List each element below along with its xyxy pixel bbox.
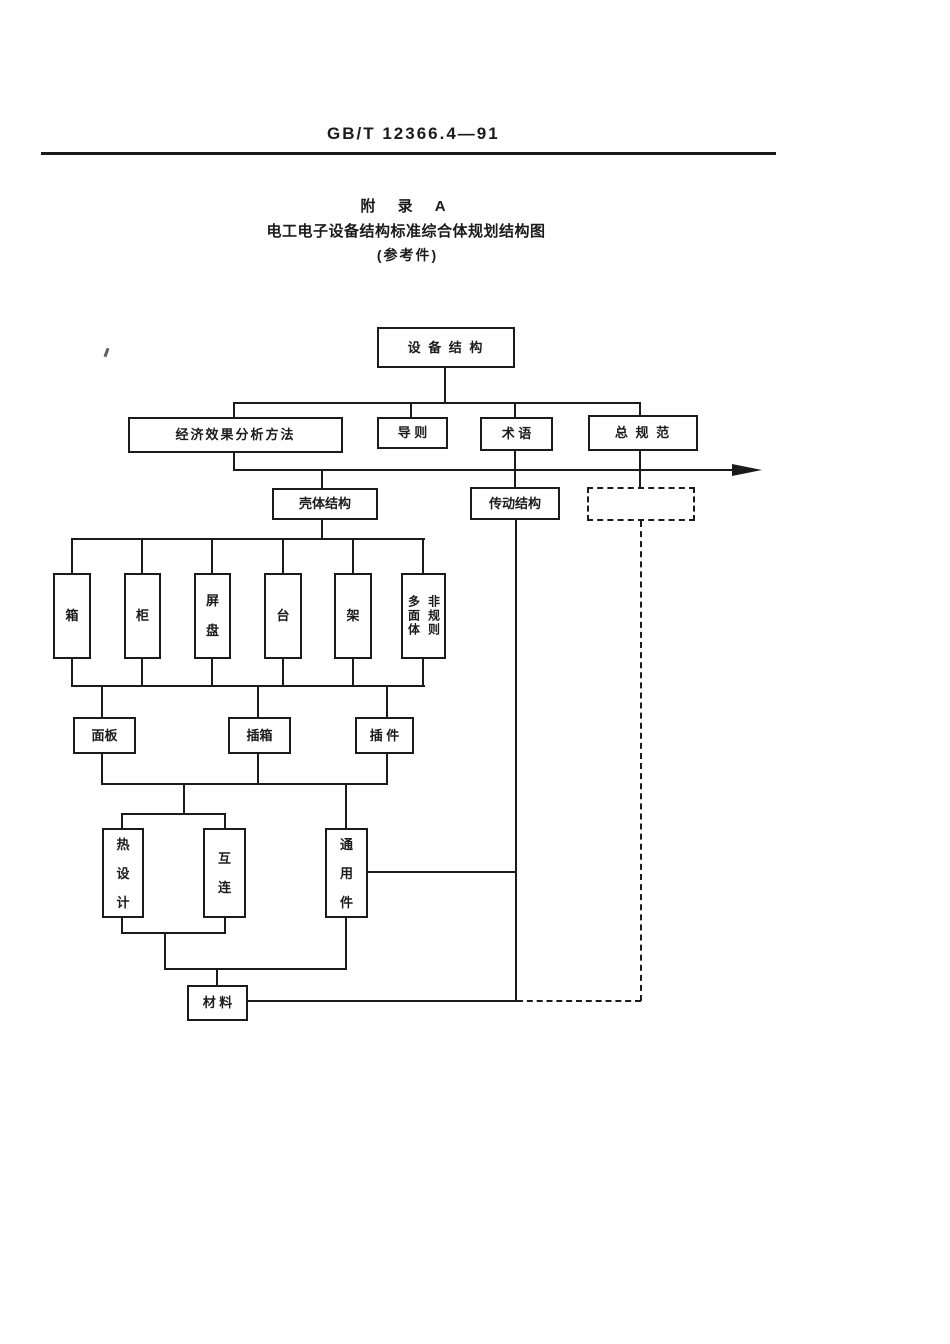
connector-line bbox=[164, 968, 347, 970]
connector-line bbox=[121, 815, 123, 828]
connector-line bbox=[282, 659, 284, 685]
connector-line bbox=[352, 540, 354, 573]
connector-line bbox=[352, 659, 354, 685]
connector-line bbox=[639, 451, 641, 487]
connector-line bbox=[514, 451, 516, 487]
node-plug-in-box: 插箱 bbox=[228, 717, 291, 754]
connector-line bbox=[422, 540, 424, 573]
connector-line bbox=[121, 918, 123, 932]
node-shell-structure: 壳体结构 bbox=[272, 488, 378, 520]
connector-line bbox=[233, 404, 235, 417]
document-title: 电工电子设备结构标准综合体规划结构图 bbox=[266, 223, 546, 240]
connector-line bbox=[444, 368, 446, 402]
connector-line bbox=[639, 404, 641, 415]
connector-line bbox=[422, 659, 424, 685]
connector-line bbox=[257, 687, 259, 717]
node-future-placeholder bbox=[587, 487, 695, 521]
connector-line bbox=[257, 754, 259, 783]
connector-line bbox=[345, 918, 347, 968]
scan-speck bbox=[103, 347, 110, 358]
connector-line bbox=[121, 813, 226, 815]
connector-line bbox=[101, 783, 388, 785]
materials-link-line bbox=[248, 1000, 517, 1002]
node-panel-plate: 屏 盘 bbox=[194, 573, 231, 659]
arrow-axis-line bbox=[233, 469, 734, 471]
node-common-parts: 通 用 件 bbox=[325, 828, 368, 918]
connector-line bbox=[71, 538, 425, 540]
connector-line bbox=[121, 932, 226, 934]
connector-line bbox=[71, 540, 73, 573]
document-subtitle: (参考件) bbox=[376, 247, 439, 263]
connector-line bbox=[141, 659, 143, 685]
connector-line bbox=[224, 815, 226, 828]
connector-line bbox=[101, 687, 103, 717]
connector-line bbox=[233, 402, 641, 404]
connector-line bbox=[71, 685, 425, 687]
connector-line bbox=[386, 754, 388, 783]
node-thermal-design: 热 设 计 bbox=[102, 828, 144, 918]
appendix-title: 附 录 A bbox=[360, 198, 455, 215]
transmission-drop-line bbox=[515, 520, 517, 1001]
connector-line bbox=[514, 404, 516, 417]
connector-line bbox=[211, 540, 213, 573]
node-economic-analysis: 经济效果分析方法 bbox=[128, 417, 343, 453]
node-plug-in-unit: 插 件 bbox=[355, 717, 414, 754]
connector-line bbox=[211, 659, 213, 685]
connector-line bbox=[282, 540, 284, 573]
node-rack: 架 bbox=[334, 573, 372, 659]
node-cabinet: 柜 bbox=[124, 573, 161, 659]
common-parts-link-line bbox=[368, 871, 516, 873]
standard-number: GB/T 12366.4—91 bbox=[327, 124, 500, 143]
connector-line bbox=[164, 934, 166, 968]
node-console: 台 bbox=[264, 573, 302, 659]
connector-line bbox=[101, 754, 103, 783]
dashed-drop-line bbox=[640, 521, 642, 1001]
connector-line bbox=[141, 540, 143, 573]
connector-line bbox=[410, 404, 412, 417]
node-interconnection: 互 连 bbox=[203, 828, 246, 918]
connector-line bbox=[321, 520, 323, 538]
node-front-panel: 面板 bbox=[73, 717, 136, 754]
node-equipment-structure: 设 备 结 构 bbox=[377, 327, 515, 368]
node-terminology: 术 语 bbox=[480, 417, 553, 451]
flow-arrowhead bbox=[732, 464, 762, 476]
connector-line bbox=[233, 453, 235, 470]
header-rule bbox=[41, 152, 776, 155]
node-transmission-structure: 传动结构 bbox=[470, 487, 560, 520]
node-materials: 材 料 bbox=[187, 985, 248, 1021]
connector-line bbox=[224, 918, 226, 932]
connector-line bbox=[321, 471, 323, 488]
node-box: 箱 bbox=[53, 573, 91, 659]
connector-line bbox=[183, 785, 185, 813]
connector-line bbox=[71, 659, 73, 685]
node-general-specification: 总 规 范 bbox=[588, 415, 698, 451]
connector-line bbox=[345, 785, 347, 828]
connector-line bbox=[216, 970, 218, 985]
node-guidelines: 导 则 bbox=[377, 417, 448, 449]
dashed-link-line bbox=[517, 1000, 641, 1002]
node-irregular-polyhedron: 非规则 多面体 bbox=[401, 573, 446, 659]
connector-line bbox=[386, 687, 388, 717]
